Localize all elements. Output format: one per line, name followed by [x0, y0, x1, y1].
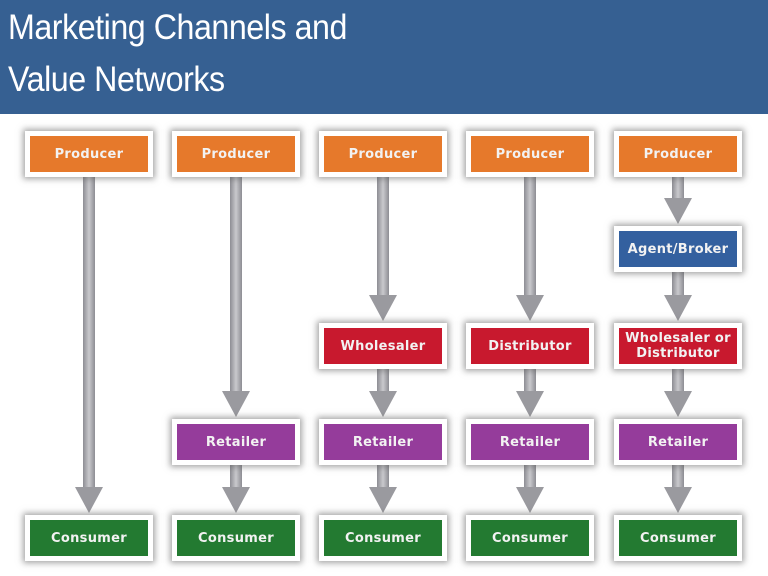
consumer-label: Consumer: [492, 530, 568, 546]
arrow-down: [369, 465, 397, 513]
arrow-down: [222, 465, 250, 513]
arrow-stem: [672, 272, 684, 296]
agent-label: Agent/Broker: [627, 241, 729, 257]
title-line-1: Marketing Channels and: [8, 8, 347, 47]
arrow-stem: [672, 369, 684, 392]
arrow-head: [516, 295, 544, 321]
arrow-down: [222, 177, 250, 417]
arrow-down: [369, 369, 397, 417]
arrow-head: [75, 487, 103, 513]
wholesaler-label: Distributor: [488, 338, 572, 354]
retailer-box: Retailer: [319, 419, 447, 465]
wholesaler-box: Wholesaler or Distributor: [614, 323, 742, 369]
arrow-head: [516, 391, 544, 417]
arrow-head: [222, 487, 250, 513]
wholesaler-label: Wholesaler: [340, 338, 426, 354]
consumer-label: Consumer: [198, 530, 274, 546]
arrow-down: [664, 272, 692, 321]
retailer-label: Retailer: [352, 434, 414, 450]
consumer-box: Consumer: [25, 515, 153, 561]
arrow-head: [664, 487, 692, 513]
page-title: Marketing Channels and Value Networks: [8, 2, 347, 106]
agent-box: Agent/Broker: [614, 226, 742, 272]
consumer-box: Consumer: [319, 515, 447, 561]
consumer-label: Consumer: [51, 530, 127, 546]
wholesaler-box: Distributor: [466, 323, 594, 369]
producer-box: Producer: [614, 131, 742, 177]
producer-label: Producer: [643, 146, 713, 162]
arrow-head: [664, 198, 692, 224]
producer-box: Producer: [25, 131, 153, 177]
arrow-head: [664, 295, 692, 321]
arrow-stem: [83, 177, 95, 488]
arrow-stem: [672, 465, 684, 488]
title-line-2: Value Networks: [8, 60, 225, 99]
consumer-box: Consumer: [466, 515, 594, 561]
retailer-box: Retailer: [172, 419, 300, 465]
producer-label: Producer: [495, 146, 565, 162]
arrow-down: [369, 177, 397, 321]
arrow-head: [516, 487, 544, 513]
wholesaler-label: Wholesaler or Distributor: [625, 331, 731, 361]
arrow-stem: [524, 177, 536, 296]
consumer-box: Consumer: [172, 515, 300, 561]
consumer-label: Consumer: [640, 530, 716, 546]
arrow-stem: [230, 177, 242, 392]
retailer-label: Retailer: [499, 434, 561, 450]
consumer-box: Consumer: [614, 515, 742, 561]
arrow-down: [664, 369, 692, 417]
arrow-head: [664, 391, 692, 417]
producer-box: Producer: [319, 131, 447, 177]
producer-label: Producer: [201, 146, 271, 162]
consumer-label: Consumer: [345, 530, 421, 546]
retailer-box: Retailer: [466, 419, 594, 465]
arrow-stem: [524, 465, 536, 488]
arrow-down: [516, 177, 544, 321]
arrow-down: [516, 369, 544, 417]
arrow-stem: [377, 369, 389, 392]
producer-label: Producer: [54, 146, 124, 162]
producer-box: Producer: [172, 131, 300, 177]
title-banner: Marketing Channels and Value Networks: [0, 0, 768, 114]
producer-box: Producer: [466, 131, 594, 177]
arrow-down: [75, 177, 103, 513]
producer-label: Producer: [348, 146, 418, 162]
arrow-stem: [230, 465, 242, 488]
arrow-stem: [524, 369, 536, 392]
arrow-head: [222, 391, 250, 417]
arrow-stem: [377, 465, 389, 488]
wholesaler-box: Wholesaler: [319, 323, 447, 369]
arrow-down: [516, 465, 544, 513]
arrow-down: [664, 465, 692, 513]
retailer-label: Retailer: [205, 434, 267, 450]
retailer-box: Retailer: [614, 419, 742, 465]
arrows-layer: [75, 177, 692, 513]
arrow-stem: [377, 177, 389, 296]
arrow-down: [664, 177, 692, 224]
arrow-head: [369, 295, 397, 321]
arrow-head: [369, 487, 397, 513]
arrow-head: [369, 391, 397, 417]
retailer-label: Retailer: [647, 434, 709, 450]
arrow-stem: [672, 177, 684, 199]
